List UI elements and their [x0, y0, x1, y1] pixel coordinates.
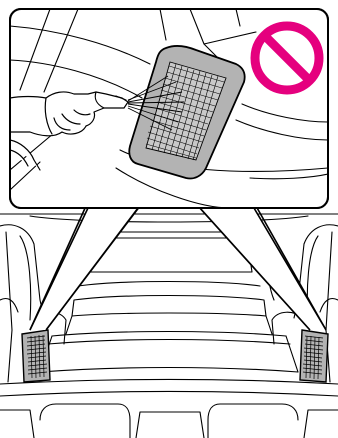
- left-vent-grille: [22, 330, 50, 382]
- cargo-area-scene: [0, 214, 338, 438]
- right-vent-grille: [300, 330, 328, 382]
- no-symbol-icon: [255, 26, 319, 90]
